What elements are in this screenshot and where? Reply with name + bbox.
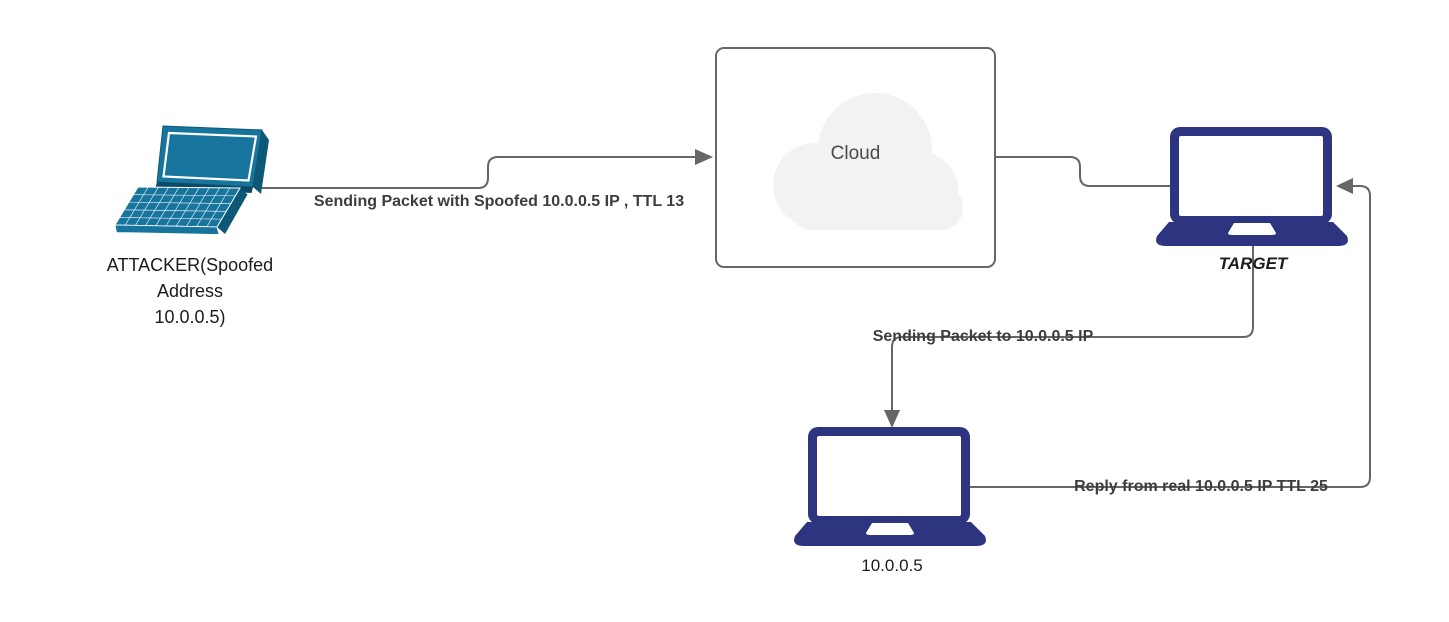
host-laptop-icon xyxy=(794,427,986,546)
edge-label-send-to-host: Sending Packet to 10.0.0.5 IP xyxy=(872,328,1094,345)
edge-label-spoofed-packet: Sending Packet with Spoofed 10.0.0.5 IP … xyxy=(313,193,685,210)
connector-host-to-target xyxy=(970,178,1371,488)
attacker-label-line: Address xyxy=(156,281,224,301)
connector-attacker-to-cloud xyxy=(262,149,713,189)
attacker-label-line: 10.0.0.5) xyxy=(154,307,226,327)
keyboard-grid xyxy=(119,186,236,227)
attacker-label: ATTACKER(Spoofed Address 10.0.0.5) xyxy=(107,252,273,330)
target-laptop-icon xyxy=(1156,127,1348,246)
cloud-label: Cloud xyxy=(830,143,881,164)
edge-label-reply-from-host: Reply from real 10.0.0.5 IP TTL 25 xyxy=(1074,478,1328,495)
arrowhead-right-icon xyxy=(695,149,713,165)
connector-cloud-to-target xyxy=(996,156,1170,187)
arrowhead-left-icon xyxy=(1336,178,1353,194)
cloud-icon xyxy=(773,93,963,230)
connector-target-to-host xyxy=(884,244,1254,428)
cloud-node: Cloud xyxy=(715,47,996,268)
arrowhead-down-icon xyxy=(884,410,900,428)
target-label: TARGET xyxy=(1218,254,1288,273)
host-label: 10.0.0.5 xyxy=(861,556,923,575)
attacker-label-line: ATTACKER(Spoofed xyxy=(106,255,274,275)
attacker-laptop-icon xyxy=(114,125,269,235)
